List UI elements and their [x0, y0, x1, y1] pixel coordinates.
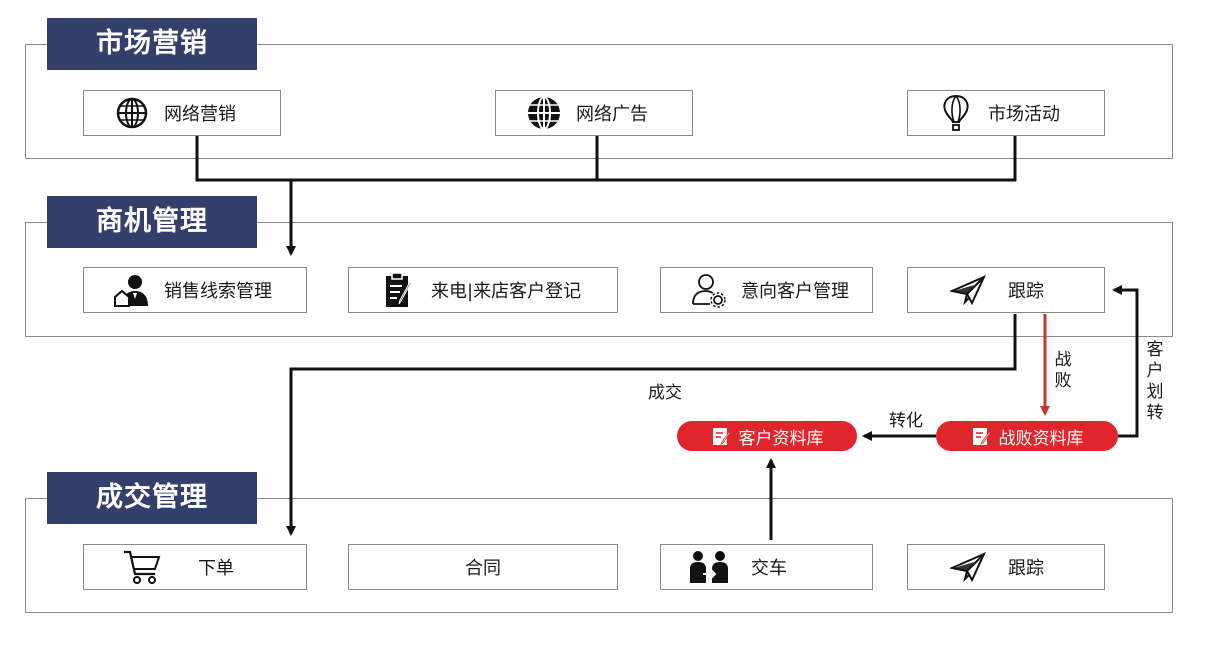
lead-management-label: 销售线索管理 [164, 281, 272, 302]
hot-air-balloon-icon [936, 93, 976, 133]
contract-node[interactable]: 合同 [348, 544, 618, 590]
deal-follow-up-node[interactable]: 跟踪 [907, 544, 1105, 590]
contract-label: 合同 [465, 558, 501, 579]
delivery-label: 交车 [751, 558, 787, 579]
market-activity-node[interactable]: 市场活动 [907, 90, 1105, 136]
paper-plane-icon [948, 270, 988, 310]
online-ads-node[interactable]: 网络广告 [495, 90, 693, 136]
visit-registration-node[interactable]: 来电|来店客户登记 [348, 267, 618, 313]
handover-icon [689, 547, 729, 587]
lost-db-pill[interactable]: 战败资料库 [936, 421, 1118, 451]
visit-registration-label: 来电|来店客户登记 [431, 281, 582, 302]
convert-label: 转化 [889, 411, 923, 431]
reassign-arrow [1112, 285, 1139, 438]
marketing-section-title: 市场营销 [47, 18, 257, 70]
reassign-label: 客户划转 [1146, 340, 1164, 423]
intent-customers-node[interactable]: 意向客户管理 [660, 267, 873, 313]
customer-db-pill[interactable]: 客户资料库 [677, 421, 857, 451]
opportunity-follow-up-node[interactable]: 跟踪 [907, 267, 1105, 313]
lost-db-label: 战败资料库 [998, 428, 1084, 449]
lead-management-node[interactable]: 销售线索管理 [83, 267, 307, 313]
online-marketing-node[interactable]: 网络营销 [83, 90, 281, 136]
deal-closed-arrow [286, 314, 1017, 536]
order-label: 下单 [198, 558, 234, 579]
marketing-merge-line [195, 136, 1017, 182]
intent-customers-label: 意向客户管理 [741, 281, 849, 302]
deal-section-title: 成交管理 [47, 472, 257, 524]
opportunity-section-title: 商机管理 [47, 196, 257, 248]
deal-closed-label: 成交 [648, 383, 682, 403]
lost-label: 战败 [1054, 350, 1072, 391]
salesperson-icon [112, 270, 152, 310]
delivery-node[interactable]: 交车 [660, 544, 873, 590]
market-activity-label: 市场活动 [988, 104, 1060, 125]
shopping-cart-icon [122, 547, 162, 587]
order-node[interactable]: 下单 [83, 544, 307, 590]
deal-follow-up-label: 跟踪 [1008, 558, 1044, 579]
globe-bold-icon [524, 93, 564, 133]
customer-db-label: 客户资料库 [738, 428, 824, 449]
clipboard-icon [379, 270, 419, 310]
online-marketing-label: 网络营销 [164, 104, 236, 125]
globe-icon [112, 93, 152, 133]
paper-plane-icon [948, 547, 988, 587]
opportunity-follow-up-label: 跟踪 [1008, 281, 1044, 302]
online-ads-label: 网络广告 [576, 104, 648, 125]
document-icon [711, 426, 731, 446]
document-icon [971, 426, 991, 446]
user-gear-icon [689, 270, 729, 310]
